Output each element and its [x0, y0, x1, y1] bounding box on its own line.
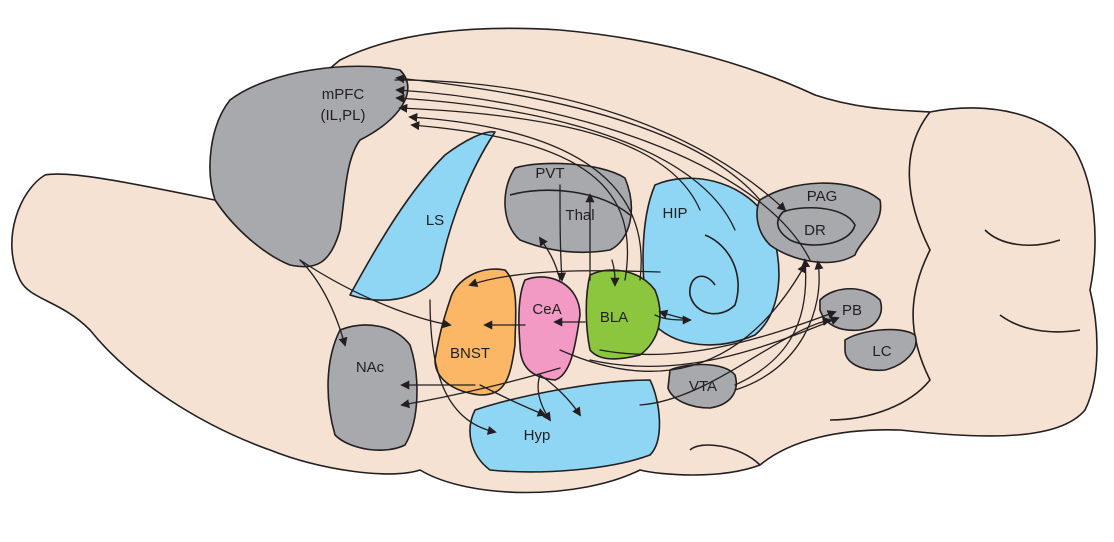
label-hip: HIP — [662, 205, 687, 222]
label-mpfc-line2: (IL,PL) — [320, 107, 365, 124]
label-vta: VTA — [689, 378, 717, 395]
label-bnst: BNST — [450, 345, 490, 362]
region-nac — [328, 325, 417, 450]
label-mpfc-line1: mPFC — [322, 86, 365, 103]
label-bla: BLA — [600, 309, 628, 326]
label-dr: DR — [804, 222, 826, 239]
label-cea: CeA — [532, 301, 561, 318]
label-thal: Thal — [565, 207, 594, 224]
label-pb: PB — [842, 302, 862, 319]
label-pag: PAG — [807, 188, 838, 205]
label-hyp: Hyp — [524, 427, 551, 444]
label-nac: NAc — [356, 359, 385, 376]
label-ls: LS — [426, 212, 444, 229]
label-lc: LC — [872, 343, 891, 360]
label-pvt: PVT — [535, 165, 564, 182]
